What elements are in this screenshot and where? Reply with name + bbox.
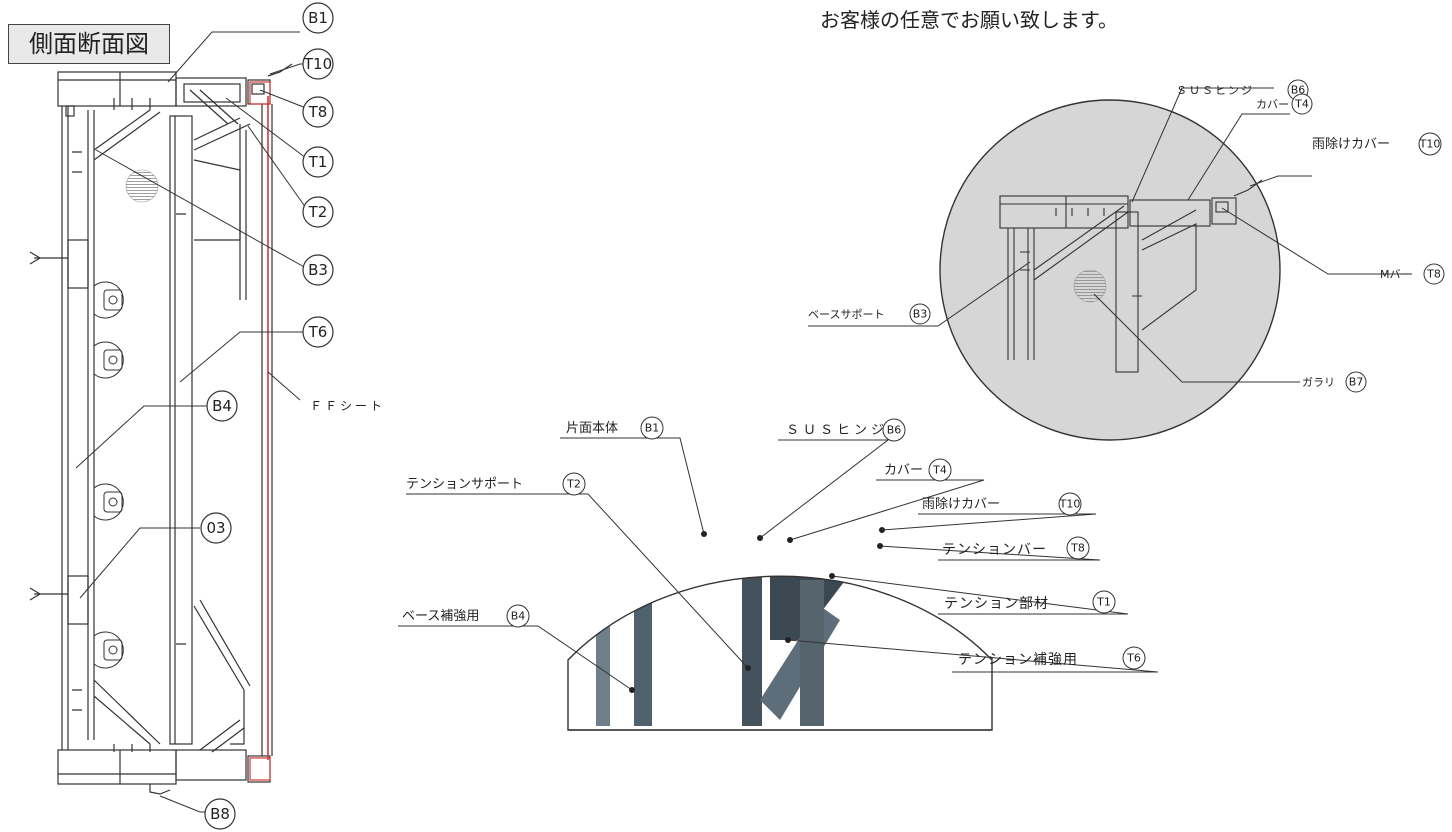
svg-text:B4: B4 bbox=[212, 397, 232, 415]
svg-text:ベース補強用: ベース補強用 bbox=[402, 609, 479, 624]
svg-text:B1: B1 bbox=[308, 9, 328, 27]
side-callout-leaders bbox=[75, 31, 307, 813]
zoom-label-louver: ガラリ B7 bbox=[1302, 371, 1367, 393]
callout-b8: B8 bbox=[204, 798, 236, 830]
photo-label-body: 片面本体 B1 bbox=[566, 416, 664, 440]
svg-text:B3: B3 bbox=[913, 308, 928, 321]
svg-text:T4: T4 bbox=[932, 464, 947, 477]
svg-text:T2: T2 bbox=[308, 203, 328, 221]
svg-text:ガラリ: ガラリ bbox=[1302, 376, 1335, 389]
photo-label-sus-hinge: ＳＵＳヒンジ B6 bbox=[786, 418, 906, 442]
svg-text:雨除けカバー: 雨除けカバー bbox=[922, 497, 1000, 512]
svg-text:雨除けカバー: 雨除けカバー bbox=[1312, 137, 1390, 152]
photo-label-tension-reinforce: テンション補強用 T6 bbox=[958, 646, 1146, 670]
callout-t10: T10 bbox=[302, 48, 334, 80]
svg-text:T10: T10 bbox=[303, 55, 332, 73]
svg-text:ＳＵＳヒンジ: ＳＵＳヒンジ bbox=[1176, 84, 1254, 97]
callout-t6: T6 bbox=[302, 316, 334, 348]
photo-label-tension-support: テンションサポート T2 bbox=[406, 472, 586, 496]
svg-text:T1: T1 bbox=[1096, 596, 1111, 609]
svg-text:T6: T6 bbox=[1126, 652, 1141, 665]
svg-text:T8: T8 bbox=[1426, 268, 1441, 281]
callout-03: 03 bbox=[200, 512, 232, 544]
photo-detail-frame bbox=[567, 575, 993, 731]
svg-text:T8: T8 bbox=[308, 103, 328, 121]
svg-text:T10: T10 bbox=[1059, 498, 1081, 511]
svg-text:B3: B3 bbox=[308, 261, 328, 279]
svg-text:ベースサポート: ベースサポート bbox=[808, 308, 884, 321]
photo-label-tension-member: テンション部材 T1 bbox=[944, 590, 1116, 614]
callout-t8: T8 bbox=[302, 96, 334, 128]
svg-text:T2: T2 bbox=[566, 478, 581, 491]
svg-text:ＳＵＳヒンジ: ＳＵＳヒンジ bbox=[786, 423, 888, 438]
svg-text:Mバー: Mバー bbox=[1380, 268, 1412, 281]
svg-text:片面本体: 片面本体 bbox=[566, 421, 618, 436]
svg-text:B6: B6 bbox=[887, 424, 902, 437]
zoom-leader-lines bbox=[808, 87, 1412, 383]
svg-text:テンション補強用: テンション補強用 bbox=[958, 652, 1078, 668]
zoom-label-sus-hinge: ＳＵＳヒンジ B6 bbox=[1176, 79, 1309, 101]
zoom-label-cover: カバー T4 bbox=[1256, 93, 1313, 115]
svg-text:テンションサポート: テンションサポート bbox=[406, 477, 523, 492]
callout-b4: B4 bbox=[206, 390, 238, 422]
callout-b1: B1 bbox=[302, 2, 334, 34]
note-text: お客様の任意でお願い致します。 bbox=[820, 8, 1118, 32]
svg-text:B8: B8 bbox=[210, 805, 230, 823]
photo-detail-image bbox=[568, 576, 992, 730]
zoom-louver bbox=[1073, 269, 1107, 303]
zoom-label-m-bar: Mバー T8 bbox=[1380, 263, 1445, 285]
page-title: 側面断面図 bbox=[8, 24, 170, 64]
zoom-detail-circle bbox=[939, 99, 1281, 441]
svg-text:テンションバー: テンションバー bbox=[942, 542, 1047, 558]
ff-sheet-label: ＦＦシート bbox=[310, 399, 385, 413]
callout-t1: T1 bbox=[302, 146, 334, 178]
svg-text:T4: T4 bbox=[1294, 98, 1309, 111]
svg-text:テンション部材: テンション部材 bbox=[944, 596, 1049, 612]
side-section-drawing bbox=[29, 63, 293, 795]
svg-text:B7: B7 bbox=[1349, 376, 1364, 389]
svg-text:T8: T8 bbox=[1070, 542, 1085, 555]
svg-text:B6: B6 bbox=[1291, 84, 1306, 97]
svg-text:03: 03 bbox=[206, 519, 225, 537]
zoom-label-rain-cover: 雨除けカバー T10 bbox=[1312, 132, 1442, 156]
photo-label-base-reinforce: ベース補強用 B4 bbox=[402, 604, 530, 628]
photo-label-rain-cover: 雨除けカバー T10 bbox=[922, 492, 1082, 516]
callout-b3: B3 bbox=[302, 254, 334, 286]
zoom-detail bbox=[808, 87, 1412, 441]
svg-text:カバー: カバー bbox=[1256, 98, 1289, 111]
svg-text:B4: B4 bbox=[511, 610, 526, 623]
svg-text:カバー: カバー bbox=[884, 463, 923, 478]
svg-text:T1: T1 bbox=[308, 153, 328, 171]
photo-label-tension-bar: テンションバー T8 bbox=[942, 536, 1090, 560]
svg-text:B1: B1 bbox=[645, 422, 660, 435]
zoom-label-base-support: ベースサポート B3 bbox=[808, 303, 931, 325]
svg-text:T10: T10 bbox=[1419, 138, 1441, 151]
callout-t2: T2 bbox=[302, 196, 334, 228]
louver-vent bbox=[125, 169, 159, 203]
photo-label-cover: カバー T4 bbox=[884, 458, 952, 482]
svg-text:T6: T6 bbox=[308, 323, 328, 341]
photo-leader-lines bbox=[398, 437, 1159, 691]
zoom-detail-drawing bbox=[999, 179, 1263, 373]
